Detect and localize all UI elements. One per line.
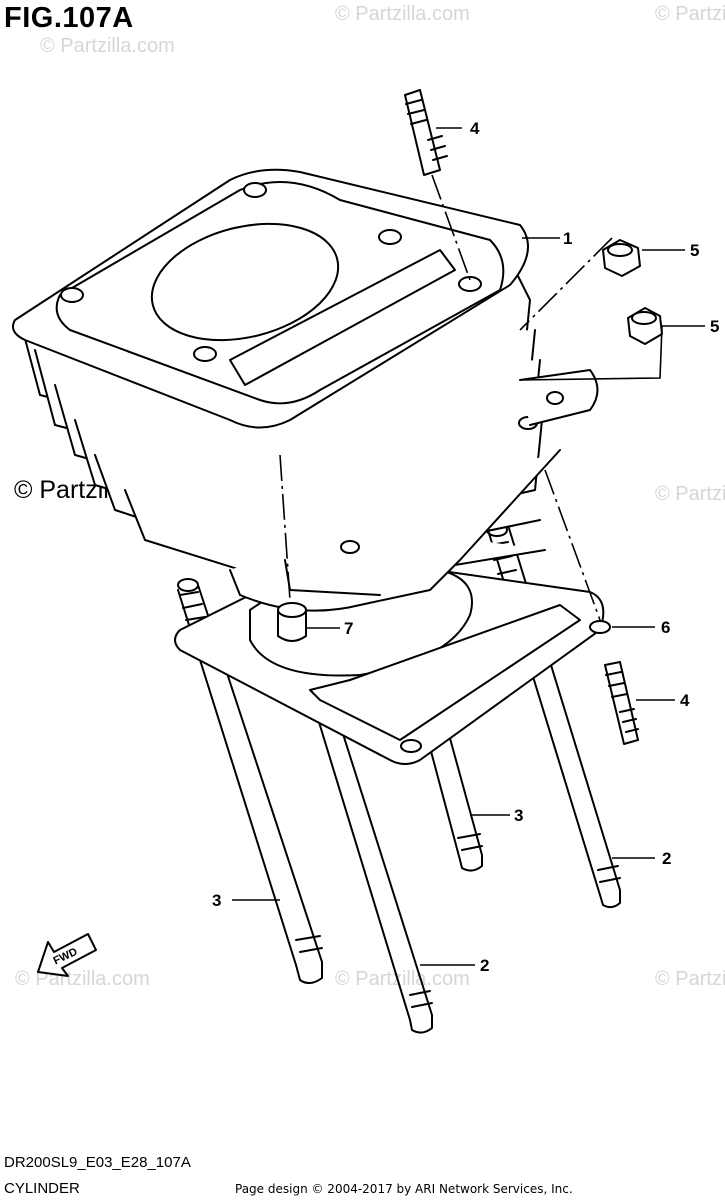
figure-code: DR200SL9_E03_E28_107A: [4, 1154, 191, 1171]
watermark: © Partzilla.com: [655, 968, 725, 990]
callout-5: 5: [710, 317, 719, 336]
callout-3: 3: [212, 891, 221, 910]
watermark: © Partzilla.com: [15, 968, 150, 990]
callout-5: 5: [690, 241, 699, 260]
watermark: © Partzilla.com: [655, 3, 725, 25]
callout-4: 4: [470, 119, 480, 138]
stud-bolt-right: [604, 661, 639, 745]
flange-nut-lower: [627, 307, 663, 345]
callout-6: 6: [661, 618, 670, 637]
leader-lines: [232, 127, 705, 966]
page-credit: Page design © 2004-2017 by ARI Network S…: [235, 1182, 573, 1196]
centerlines: [279, 174, 613, 621]
watermark: © Partzilla.com: [655, 483, 725, 505]
callouts: 4 1 5 5 6 7 4 3 2 3 2: [212, 119, 719, 975]
watermark: © Partzilla.com: [40, 35, 175, 57]
figure-title: FIG.107A: [4, 2, 134, 34]
cylinder-body: [12, 168, 599, 612]
callout-1: 1: [563, 229, 572, 248]
dowel-pin: [277, 602, 307, 642]
callout-7: 7: [344, 619, 353, 638]
fwd-arrow-icon: [37, 933, 97, 977]
figure-caption: CYLINDER: [4, 1180, 80, 1197]
callout-2: 2: [662, 849, 671, 868]
watermark: © Partzilla.com: [335, 968, 470, 990]
callout-4: 4: [680, 691, 690, 710]
callout-2: 2: [480, 956, 489, 975]
watermark: © Partzilla.com: [335, 3, 470, 25]
callout-3: 3: [514, 806, 523, 825]
flange-nut-upper: [602, 239, 641, 277]
stud-lower-left-lines: [295, 935, 433, 1008]
stud-bolt-top: [404, 89, 448, 176]
